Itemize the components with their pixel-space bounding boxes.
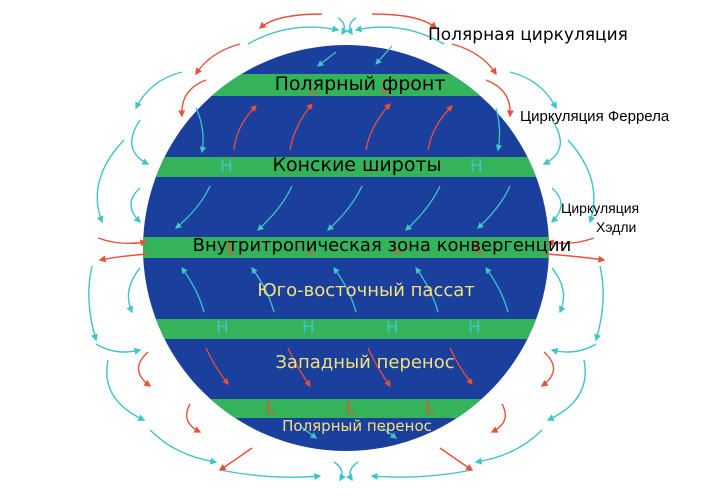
low-mark: L [226, 238, 236, 258]
band-subpolar-low [143, 399, 549, 418]
southeast-trade-label: Юго-восточный пассат [257, 280, 475, 301]
polar-easterlies-label: Полярный перенос [282, 417, 432, 435]
westerlies-label: Западный перенос [275, 352, 455, 373]
latitude-bands [143, 74, 549, 418]
low-mark: L [381, 78, 391, 98]
circulation-cells [88, 13, 606, 482]
surface-wind-arrows [175, 45, 511, 439]
high-mark: H [468, 318, 481, 338]
low-mark: L [266, 398, 276, 418]
low-mark: L [308, 78, 318, 98]
hadley-circulation-label-line1: Циркуляция [561, 200, 640, 216]
hadley-circulation-label-line2: Хэдли [596, 219, 637, 235]
low-mark: L [346, 398, 356, 418]
low-mark: L [392, 238, 402, 258]
high-mark: H [220, 157, 233, 177]
itcz-label: Внутритропическая зона конвергенции [192, 235, 572, 256]
ferrel-circulation-label: Циркуляция Феррела [520, 108, 670, 125]
high-mark: H [216, 318, 229, 338]
band-itcz [143, 237, 549, 258]
polar-circulation-label: Полярная циркуляция [428, 25, 628, 45]
polar-front-label: Полярный фронт [274, 73, 446, 95]
high-mark: H [302, 318, 315, 338]
low-mark: L [474, 238, 484, 258]
band-subtropical-high [143, 319, 549, 339]
band-polar-front [143, 74, 549, 96]
horse-latitudes-label: Конские широты [272, 154, 442, 176]
low-mark: L [306, 238, 316, 258]
band-horse-latitudes [143, 157, 549, 177]
high-mark: H [470, 157, 483, 177]
high-mark: H [386, 318, 399, 338]
low-mark: L [425, 398, 435, 418]
